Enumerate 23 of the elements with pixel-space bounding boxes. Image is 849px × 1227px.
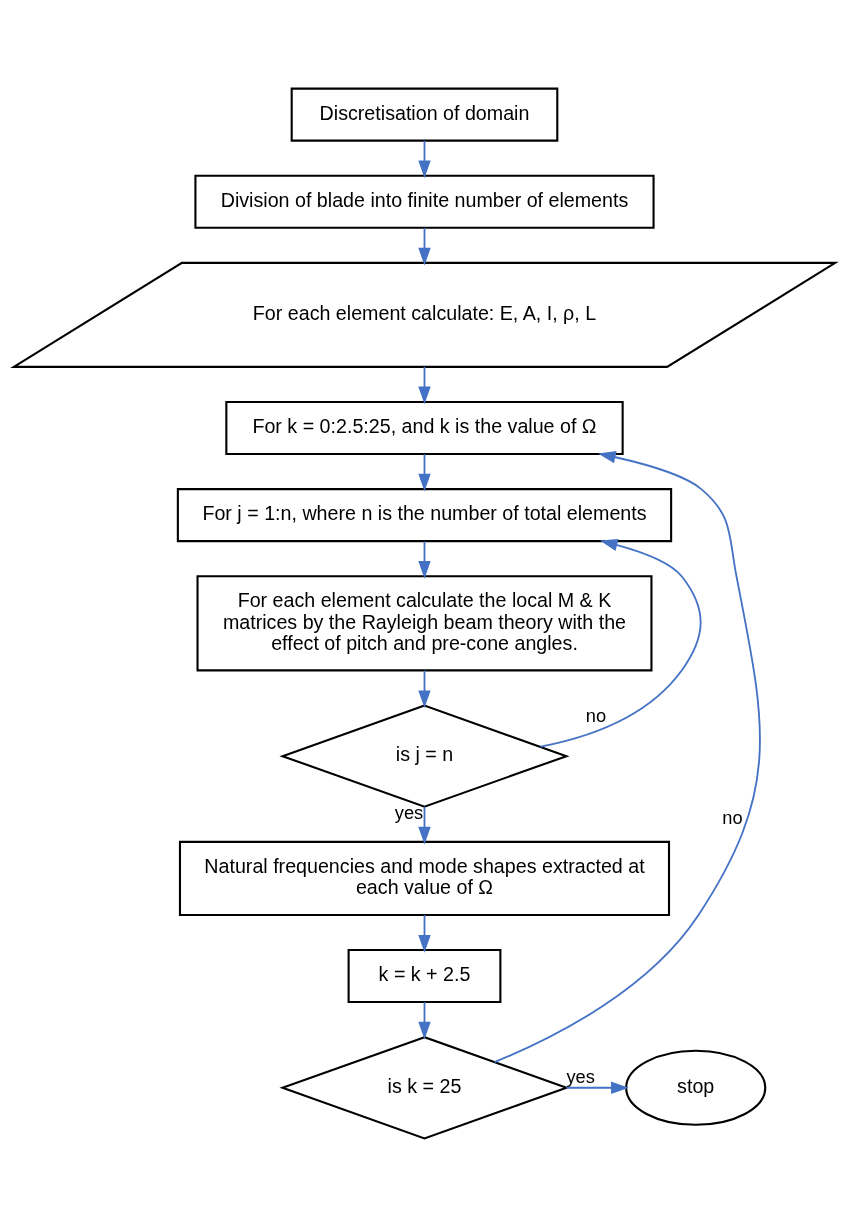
arrow [418,139,431,179]
node-box: For j = 1:n, where n is the number of total elements [176,488,673,543]
node-diamond: is j = n [279,704,570,808]
arrow [418,453,431,492]
arrow [539,538,702,748]
arrow [418,1001,431,1040]
node-box: k = k + 2.5 [347,949,502,1004]
edge-label: no [722,807,743,829]
arrow [565,1081,629,1094]
node-box: For k = 0:2.5:25, and k is the value of Ω [225,400,624,456]
edge-label: no [585,704,607,726]
node-box: Division of blade into finite number of elements [194,174,655,229]
arrow [493,451,761,1063]
arrow [418,366,431,405]
arrow [418,540,431,579]
arrow [418,805,431,845]
arrow [418,669,431,709]
node-box: For each element calculate the local M & K matrices by the Rayleigh beam theory with the effect of pitch and pre-cone angles. [196,575,653,672]
node-box: Natural frequencies and mode shapes extracted at each value of Ω [178,840,671,916]
node-ellipse: stop [625,1049,767,1126]
arrow [418,914,431,953]
node-box: Discretisation of domain [290,87,559,142]
arrow [418,227,431,266]
